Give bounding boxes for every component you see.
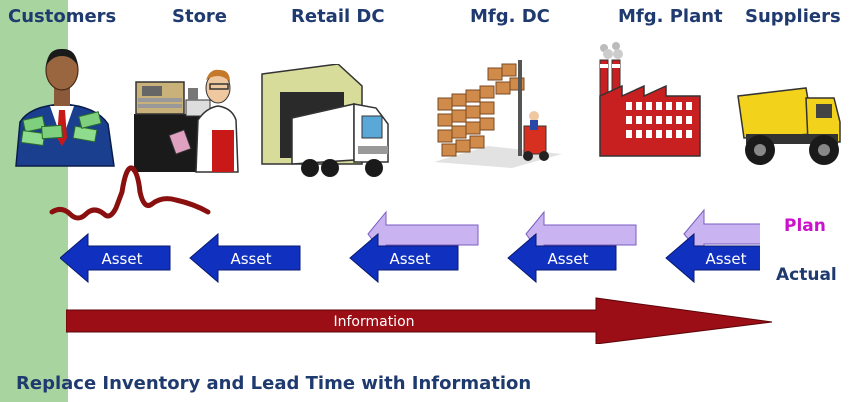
asset-arrow-mfg-dc bbox=[507, 232, 617, 284]
customer-with-money-icon bbox=[15, 48, 115, 167]
asset-arrow-store bbox=[189, 232, 301, 284]
mfg-dc-shelves-forklift-icon bbox=[434, 60, 562, 168]
caption-text: Replace Inventory and Lead Time with Inf… bbox=[16, 373, 532, 394]
stage-label-retail-dc: Retail DC bbox=[291, 6, 385, 27]
store-clerk-register-icon bbox=[134, 69, 239, 173]
stage-label-customers: Customers bbox=[8, 6, 117, 27]
demand-signal-line bbox=[49, 165, 211, 221]
asset-label: Asset bbox=[230, 250, 271, 268]
stage-label-mfg-dc: Mfg. DC bbox=[470, 6, 550, 27]
actual-label: Actual bbox=[776, 265, 837, 285]
information-label: Information bbox=[333, 314, 414, 330]
mfg-plant-factory-icon bbox=[599, 42, 701, 157]
stage-label-suppliers: Suppliers bbox=[745, 6, 841, 27]
supplier-dump-truck-icon bbox=[737, 87, 841, 165]
information-flow-arrow: Information bbox=[66, 297, 773, 344]
stage-label-mfg-plant: Mfg. Plant bbox=[618, 6, 723, 27]
asset-flow-arrows: Asset Asset Asset Asset Asset bbox=[60, 208, 760, 284]
asset-arrow-customers bbox=[60, 232, 171, 284]
retail-dc-warehouse-truck-icon bbox=[261, 64, 389, 177]
asset-label: Asset bbox=[101, 250, 142, 268]
asset-label: Asset bbox=[547, 250, 588, 268]
asset-label: Asset bbox=[705, 250, 746, 268]
asset-label: Asset bbox=[389, 250, 430, 268]
asset-arrow-retail-dc bbox=[349, 232, 459, 284]
asset-arrow-mfg-plant bbox=[665, 232, 760, 284]
stage-label-store: Store bbox=[172, 6, 228, 27]
plan-label: Plan bbox=[784, 216, 826, 236]
